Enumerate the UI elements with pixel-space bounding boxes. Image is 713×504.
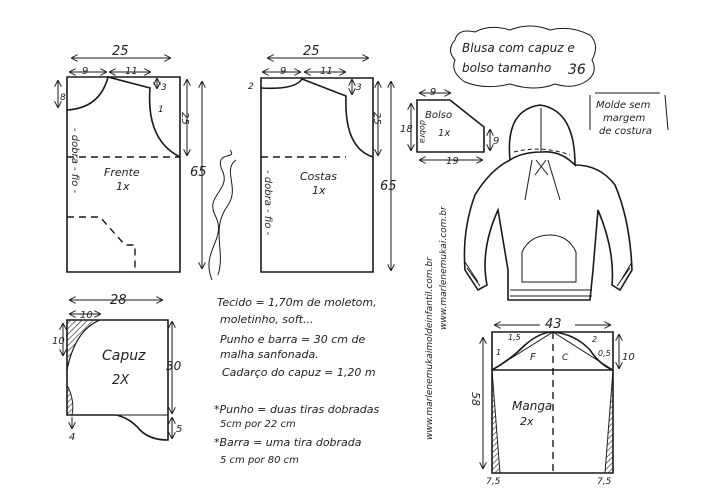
title-cloud: Blusa com capuz e bolso tamanho 36 — [450, 25, 596, 89]
front-piece: 25 9 11 8 3 1 25 65 - dobra - fio - Fren… — [58, 44, 207, 273]
hoodie-illustration — [463, 104, 633, 301]
back-name: Costas — [300, 170, 337, 183]
hood-width: 28 — [110, 293, 127, 308]
sleeve-mark-2: 2 — [592, 335, 597, 344]
sleeve-length: 58 — [469, 392, 482, 406]
pocket-piece: 9 18 9 19 dobra Bolso 1x — [400, 87, 499, 167]
pocket-qty: 1x — [438, 128, 450, 139]
sleeve-cap-height: 10 — [622, 352, 635, 363]
materials-notes: Tecido = 1,70m de moletom, moletinho, so… — [214, 296, 379, 466]
materials-line-1: Tecido = 1,70m de moletom, — [217, 296, 377, 309]
hood-curve-height: 10 — [52, 336, 65, 347]
sleeve-taper-left: 7,5 — [486, 477, 501, 487]
sleeve-mark-0-5: 0,5 — [598, 349, 611, 358]
materials-line-5: Cadarço do capuz = 1,20 m — [222, 366, 376, 379]
sleeve-back-label: C — [562, 353, 569, 363]
materials-line-9: 5 cm por 80 cm — [220, 455, 299, 466]
sleeve-mark-1-5: 1,5 — [508, 333, 521, 342]
hood-name: Capuz — [102, 348, 146, 364]
pocket-bottom-width: 19 — [446, 156, 459, 167]
front-neck-depth: 8 — [60, 93, 66, 103]
front-qty: 1x — [116, 180, 130, 193]
back-armhole-height: 25 — [371, 112, 382, 125]
materials-line-3: Punho e barra = 30 cm de — [220, 333, 365, 346]
note-line-3: de costura — [599, 126, 652, 137]
front-shoulder-drop: 3 — [161, 83, 167, 93]
back-width: 25 — [303, 44, 320, 59]
front-fold-label: - dobra - fio - — [69, 128, 80, 194]
pocket-name: Bolso — [425, 110, 452, 121]
pocket-side-height: 9 — [493, 136, 499, 147]
sleeve-name: Manga — [512, 399, 552, 413]
back-neck-width: 9 — [280, 66, 286, 77]
website-secondary: www.marlenemukai.com.br — [439, 205, 449, 330]
title-line-1: Blusa com capuz e — [462, 41, 575, 55]
note-line-1: Molde sem — [596, 100, 651, 111]
seam-allowance-note: Molde sem margem de costura — [589, 92, 669, 137]
hood-qty: 2X — [112, 373, 130, 388]
title-line-2: bolso tamanho — [462, 61, 551, 75]
front-shoulder-width: 11 — [125, 66, 138, 77]
sleeve-mark-1: 1 — [496, 348, 501, 357]
front-armhole-ease: 1 — [158, 105, 164, 115]
pocket-fold-label: dobra — [418, 120, 427, 143]
materials-line-8: *Barra = uma tira dobrada — [214, 436, 362, 449]
back-shoulder-drop: 3 — [356, 83, 362, 93]
sleeve-taper-right: 7,5 — [597, 477, 612, 487]
website-primary: www.marlenemukaimoldeinfantil.com.br — [425, 256, 435, 440]
materials-line-6: *Punho = duas tiras dobradas — [214, 403, 379, 416]
front-neck-width: 9 — [82, 66, 88, 77]
front-armhole-height: 25 — [179, 112, 190, 125]
pocket-top-width: 9 — [430, 87, 436, 98]
title-size: 36 — [568, 62, 586, 78]
hood-bottom-offset: 4 — [69, 432, 75, 443]
back-length: 65 — [380, 179, 397, 194]
signature — [208, 149, 237, 281]
sleeve-piece: 43 58 10 F C 1 1,5 2 0,5 Manga 2x 7,5 7,… — [469, 317, 635, 487]
back-fold-label: - dobra - fio - — [262, 170, 273, 236]
front-length: 65 — [190, 165, 207, 180]
sleeve-qty: 2x — [520, 415, 534, 428]
hood-curve-width: 10 — [80, 310, 93, 321]
hood-height: 30 — [166, 359, 182, 373]
back-piece: 25 9 11 2 3 25 65 - dobra - fio - Costas… — [248, 44, 397, 273]
sleeve-front-label: F — [530, 352, 536, 363]
back-neck-depth: 2 — [248, 82, 254, 92]
materials-line-2: moletinho, soft... — [220, 313, 313, 326]
hood-piece: 28 10 10 30 5 4 Capuz 2X — [52, 293, 182, 443]
hood-bottom-extension: 5 — [176, 424, 182, 435]
materials-line-4: malha sanfonada. — [220, 348, 319, 361]
back-shoulder-width: 11 — [320, 66, 333, 77]
materials-line-7: 5cm por 22 cm — [220, 419, 296, 430]
sleeve-width: 43 — [545, 317, 562, 332]
note-line-2: margem — [603, 113, 645, 124]
back-qty: 1x — [312, 184, 326, 197]
front-name: Frente — [104, 166, 140, 179]
pocket-height: 18 — [400, 124, 413, 135]
front-width: 25 — [112, 44, 129, 59]
